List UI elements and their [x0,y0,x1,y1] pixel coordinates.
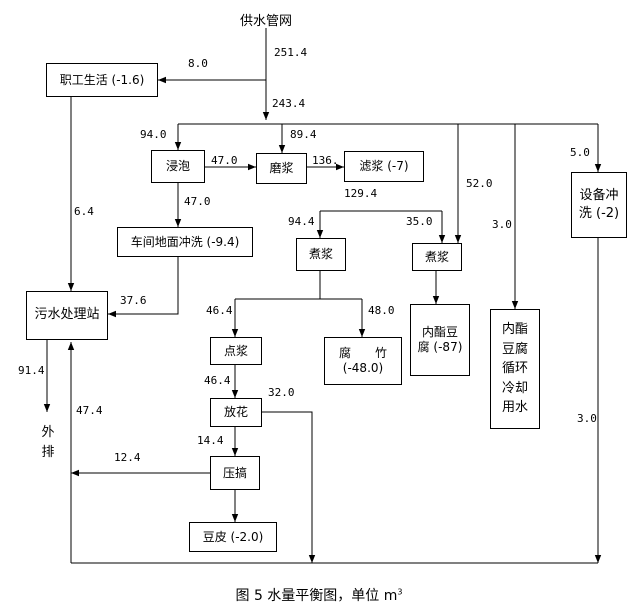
label-flower-out: 32.0 [268,386,295,399]
node-sewage: 污水处理站 [26,291,108,340]
label-staff-sewage: 6.4 [74,205,94,218]
label-main: 243.4 [272,97,306,110]
label-floor-sewage: 37.6 [120,294,147,307]
node-tofu-ester-label: 内酯豆腐 (-87) [417,325,463,354]
figure-caption: 图 5 水量平衡图，单位 m3 [0,585,638,605]
node-outflow: 外排 [40,423,56,462]
node-equip: 设备冲洗 (-2) [571,172,627,238]
node-cooling: 内酯豆腐循环冷却用水 [490,309,540,429]
node-staff: 职工生活 (-1.6) [46,63,158,97]
node-cook2: 煮浆 [412,243,462,271]
label-to-soak: 94.0 [140,128,167,141]
node-cooling-label: 内酯豆腐循环冷却用水 [502,322,529,416]
label-to-grind: 89.4 [290,128,317,141]
label-to-cook2: 35.0 [406,215,433,228]
label-point-flower: 46.4 [204,374,231,387]
node-tofu-ester: 内酯豆腐 (-87) [410,304,470,376]
figure-caption-unit: 3 [397,587,403,597]
label-return-sewage: 47.4 [76,404,103,417]
label-soak-floor: 47.0 [184,195,211,208]
node-press: 压搞 [210,456,260,490]
label-to-yuba: 48.0 [368,304,395,317]
node-skin: 豆皮 (-2.0) [189,522,277,552]
figure-caption-text: 图 5 水量平衡图，单位 m [235,588,398,604]
node-sewage-label: 污水处理站 [34,307,100,323]
label-soak-grind: 47.0 [211,154,238,167]
node-point: 点浆 [210,337,262,365]
node-supply: 供水管网 [240,14,293,29]
node-outflow-label: 外排 [41,425,55,460]
node-flower: 放花 [210,398,262,427]
flow-flower-out [262,411,316,563]
node-yuba: 腐 竹 (-48.0) [324,337,402,385]
label-grind-filter: 136. [312,154,339,167]
node-floor: 车间地面冲洗 (-9.4) [117,227,253,257]
node-filter: 滤浆 (-7) [344,151,424,182]
label-flower-press: 14.4 [197,434,224,447]
label-filter-out: 129.4 [344,187,378,200]
label-supply-in: 251.4 [274,46,308,59]
label-to-tofu: 52.0 [466,177,493,190]
label-to-cooling: 3.0 [492,218,512,231]
node-yuba-label: 腐 竹 (-48.0) [338,346,387,375]
label-press-sewage: 12.4 [114,451,141,464]
label-sewage-out: 91.4 [18,364,45,377]
label-equip-return: 3.0 [577,412,597,425]
node-soak: 浸泡 [151,150,205,183]
label-to-cook1: 94.4 [288,215,315,228]
flow-floor-sewage [108,257,179,318]
label-to-point: 46.4 [206,304,233,317]
label-to-staff: 8.0 [188,57,208,70]
node-grind: 磨浆 [256,153,307,184]
node-equip-label: 设备冲洗 (-2) [578,188,620,221]
node-cook1: 煮浆 [296,238,346,271]
label-to-equip: 5.0 [570,146,590,159]
